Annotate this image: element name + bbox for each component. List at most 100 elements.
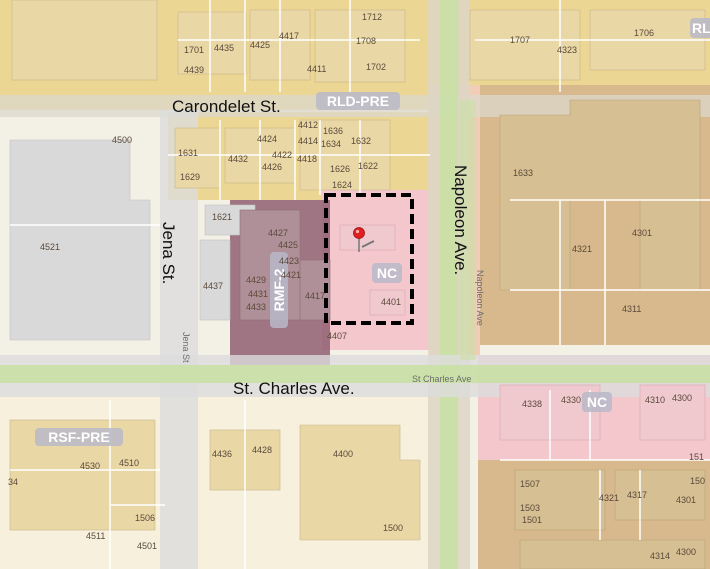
parcel-label: 1503 (520, 503, 540, 513)
parcel-label: 4428 (252, 445, 272, 455)
building (11, 0, 158, 81)
parcel-label: 4323 (557, 45, 577, 55)
zone-badge (372, 263, 402, 283)
parcel-label: 4417 (305, 291, 325, 301)
parcel-label: 4400 (333, 449, 353, 459)
parcel-label: 151 (689, 452, 704, 462)
parcel-label: 4435 (214, 43, 234, 53)
parcel-label: 4500 (112, 135, 132, 145)
parcel-label: 4321 (572, 244, 592, 254)
parcel-label: 4310 (645, 395, 665, 405)
parcel-label: 1701 (184, 45, 204, 55)
parcel-label: 1708 (356, 36, 376, 46)
parcel-label: 4418 (297, 154, 317, 164)
building (514, 469, 606, 531)
lot-lines (10, 0, 710, 569)
zone-badge (690, 18, 710, 38)
building (299, 424, 421, 541)
parcel-label: 1707 (510, 35, 530, 45)
parcel-label: 4425 (278, 240, 298, 250)
parcel-label: 4300 (676, 547, 696, 557)
street-label-napoleon-small: Napoleon Ave (475, 270, 485, 326)
site-boundary[interactable] (324, 193, 414, 325)
parcel-label: 1712 (362, 12, 382, 22)
parcel-label: 4338 (522, 399, 542, 409)
street-label-st-charles: St. Charles Ave. (233, 379, 355, 398)
building (639, 384, 706, 441)
parcel-label: 4407 (327, 331, 347, 341)
parcel-label: 4436 (212, 449, 232, 459)
parcel-label: 1621 (212, 212, 232, 222)
zone-badge (35, 428, 123, 446)
zone-label-rsf-pre: RSF-PRE (48, 429, 109, 445)
zone-badge (316, 92, 400, 110)
parcel-label: 1629 (180, 172, 200, 182)
street-label-napoleon: Napoleon Ave. (451, 165, 470, 275)
parcel-label: 1706 (634, 28, 654, 38)
parcel-label: 4301 (632, 228, 652, 238)
parcel-label: 4433 (246, 302, 266, 312)
parcel-label: 4300 (672, 393, 692, 403)
building-site (339, 224, 396, 251)
map-pin-icon[interactable] (353, 227, 375, 253)
parcel-label: 4421 (281, 270, 301, 280)
parcel-label: 4431 (248, 289, 268, 299)
street-label-jena-small: Jena St (181, 332, 191, 363)
parcel-label: 4510 (119, 458, 139, 468)
zone-label-nc-south: NC (587, 394, 607, 410)
parcel-label: 1631 (178, 148, 198, 158)
parcel-label: 4530 (80, 461, 100, 471)
parcel-label: 4425 (250, 40, 270, 50)
parcel-label: 4426 (262, 162, 282, 172)
parcel-label: 4314 (650, 551, 670, 561)
building (614, 469, 706, 521)
parcel-label: 4412 (298, 120, 318, 130)
parcel-label: 4330 (561, 395, 581, 405)
parcel-label: 34 (8, 477, 18, 487)
parcel-label: 4439 (184, 65, 204, 75)
building (177, 11, 247, 75)
parcel-label: 150 (690, 476, 705, 486)
parcel-label: 1506 (135, 513, 155, 523)
parcel-label: 4311 (622, 304, 641, 314)
st-charles-median (0, 365, 710, 383)
parcel-label: 4414 (298, 136, 318, 146)
building (519, 539, 706, 569)
zone-badge (582, 392, 612, 412)
zone-label-rl: RL (692, 20, 710, 36)
parcel-label: 4417 (279, 31, 299, 41)
street-label-carondelet: Carondelet St. (172, 97, 281, 116)
parcel-label: 1501 (522, 515, 542, 525)
building (469, 9, 581, 81)
street-label-jena: Jena St. (159, 222, 178, 284)
parcel-label: 1702 (366, 62, 386, 72)
parcel-label: 4437 (203, 281, 223, 291)
parcel-label: 4422 (272, 150, 292, 160)
zone-label-nc-site: NC (377, 265, 397, 281)
building (199, 239, 231, 321)
parcel-label: 4317 (627, 490, 647, 500)
parcel-label: 4423 (279, 256, 299, 266)
building-site (369, 289, 406, 316)
napoleon-median (440, 0, 458, 569)
parcel-label: 1636 (323, 126, 343, 136)
zone-label-rmf: RMF-2 (271, 268, 287, 311)
parcel-label: 1624 (332, 180, 352, 190)
parcel-label: 4301 (676, 495, 696, 505)
building (314, 9, 406, 83)
parcel-label: 1500 (383, 523, 403, 533)
parcel-label: 4501 (137, 541, 157, 551)
parcel-label: 4429 (246, 275, 266, 285)
napoleon-side-green (460, 100, 476, 360)
parcel-label: 4511 (86, 531, 105, 541)
parcel-label: 4411 (307, 64, 326, 74)
zone-label-rld-pre: RLD-PRE (327, 93, 389, 109)
street-label-st-charles-small: St Charles Ave (412, 374, 471, 384)
parcel-label: 1634 (321, 139, 341, 149)
zone-badge (270, 252, 288, 328)
parcel-labels: 1712 1701 4435 4425 4417 1708 4439 4411 … (8, 12, 705, 561)
parcel-label: 1507 (520, 479, 540, 489)
parcel-label: 4401 (381, 297, 401, 307)
